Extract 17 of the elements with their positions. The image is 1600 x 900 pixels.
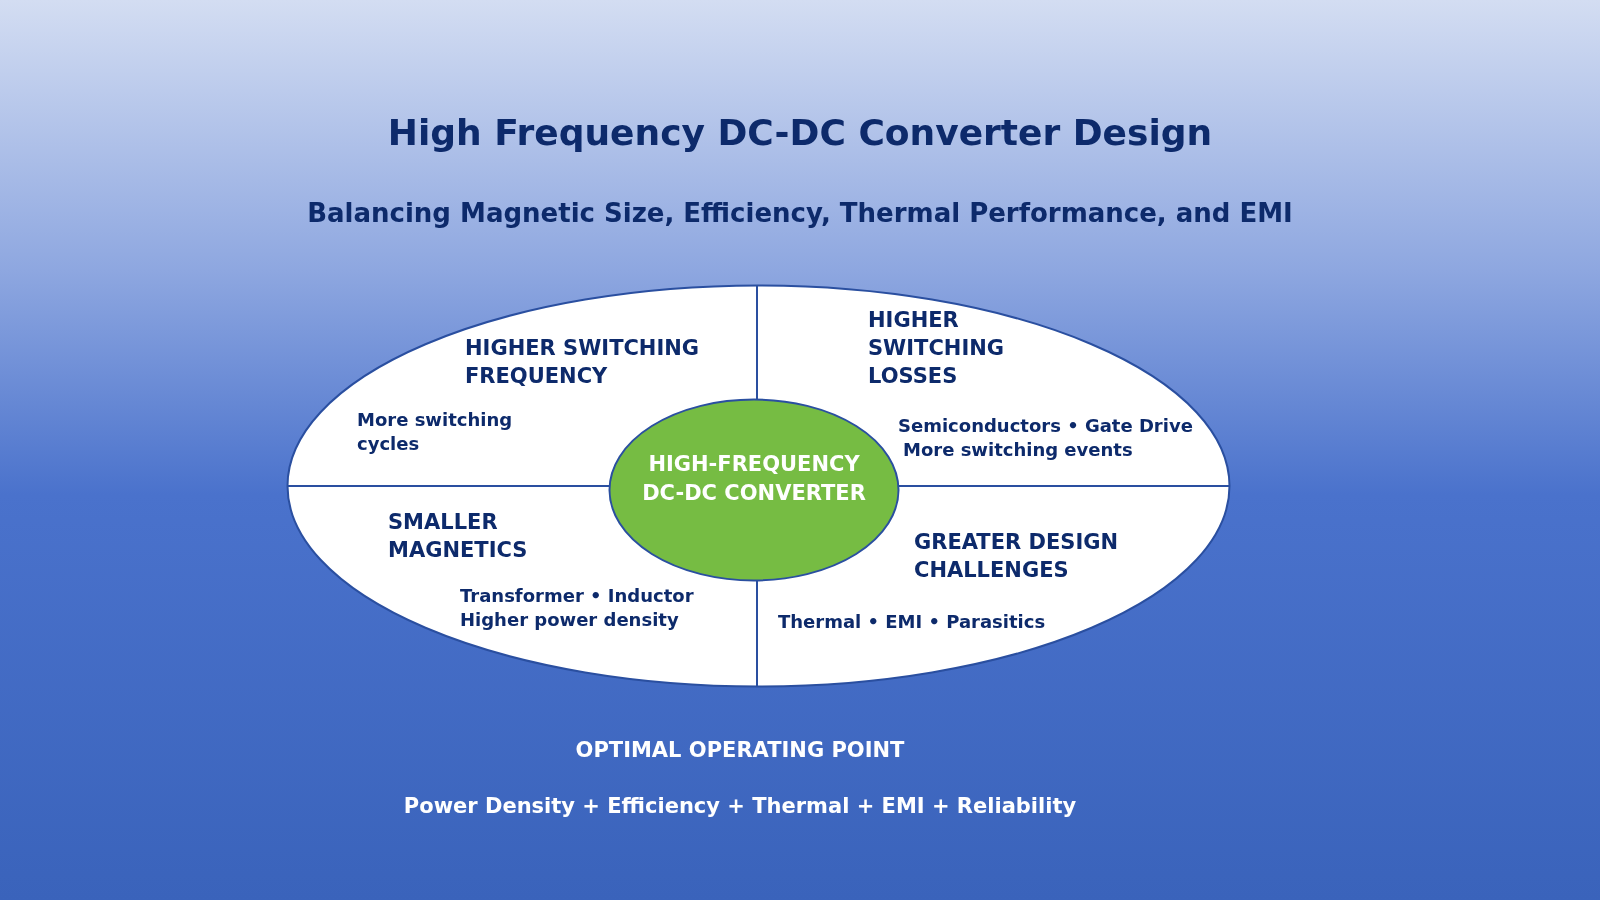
subtitle: Balancing Magnetic Size, Efficiency, Thermal Performance, and EMI [306,198,1294,228]
footer-heading: OPTIMAL OPERATING POINT [574,738,906,762]
quadrant-heading: GREATER DESIGN CHALLENGES [914,529,1120,584]
quadrant-text: Higher power density [460,608,680,632]
quadrant-text: More switching cycles [357,408,514,456]
quadrant-text: Transformer • Inductor [460,584,695,608]
quadrant-heading: SMALLER MAGNETICS [388,509,529,564]
quadrant-text: More switching events [903,438,1134,462]
quadrant-heading: HIGHER SWITCHING FREQUENCY [465,335,701,390]
quadrant-heading: HIGHER SWITCHING LOSSES [868,307,1006,390]
footer-text: Power Density + Efficiency + Thermal + EMI + Reliability [402,794,1078,818]
quadrant-text: Semiconductors • Gate Drive [898,414,1194,438]
quadrant-text: Thermal • EMI • Parasitics [778,610,1047,634]
center-ellipse [608,398,900,582]
center-label: HIGH-FREQUENCY DC-DC CONVERTER [641,451,867,507]
outer-ellipse [286,284,1231,688]
title: High Frequency DC-DC Converter Design [386,112,1214,153]
